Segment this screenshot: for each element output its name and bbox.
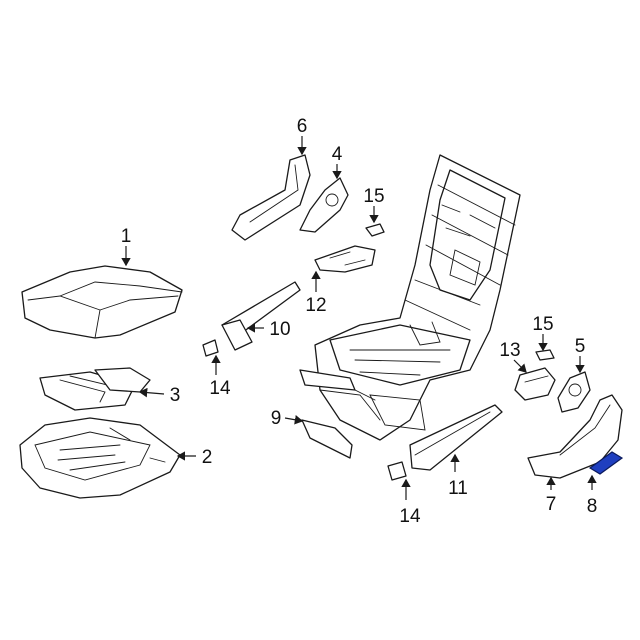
callout-12: 12 <box>305 295 326 316</box>
callout-15-right: 15 <box>532 314 553 335</box>
part-5-recliner-cover-right <box>557 371 591 413</box>
part-8-trim-highlighted <box>588 451 624 475</box>
part-12-bracket <box>314 245 376 273</box>
callout-labels: 1 2 3 4 5 6 7 8 9 10 11 12 13 14 14 15 1… <box>121 116 598 527</box>
part-14-clip-left <box>202 339 219 357</box>
part-11-rail <box>409 404 503 471</box>
callout-10: 10 <box>269 319 290 340</box>
part-3-heater-pads <box>39 367 151 411</box>
callout-7: 7 <box>546 494 557 515</box>
seat-frame <box>299 154 521 441</box>
callout-4: 4 <box>332 144 343 165</box>
callout-5: 5 <box>575 336 586 357</box>
part-9-bracket <box>301 419 353 459</box>
part-2-cushion-base <box>19 417 181 499</box>
part-4-recliner-cover <box>299 177 349 233</box>
callout-13: 13 <box>499 340 520 361</box>
callout-2: 2 <box>202 447 213 468</box>
callout-8: 8 <box>587 496 598 517</box>
part-6-side-trim <box>231 154 311 241</box>
callout-14-left: 14 <box>209 378 231 399</box>
part-10-side-rail <box>221 281 301 351</box>
part-1-seat-cushion <box>21 265 183 339</box>
leader-lines <box>121 136 597 500</box>
callout-6: 6 <box>297 116 308 137</box>
part-13-cover <box>514 367 556 401</box>
callout-11: 11 <box>448 478 468 499</box>
callout-1: 1 <box>121 226 132 247</box>
part-14-clip-bottom <box>387 461 407 481</box>
callout-3: 3 <box>170 385 181 406</box>
part-15-clip-right <box>535 349 555 361</box>
part-15-clip-upper <box>365 223 385 237</box>
callout-9: 9 <box>271 408 282 429</box>
callout-15-upper: 15 <box>363 186 384 207</box>
callout-14-bottom: 14 <box>399 506 421 527</box>
